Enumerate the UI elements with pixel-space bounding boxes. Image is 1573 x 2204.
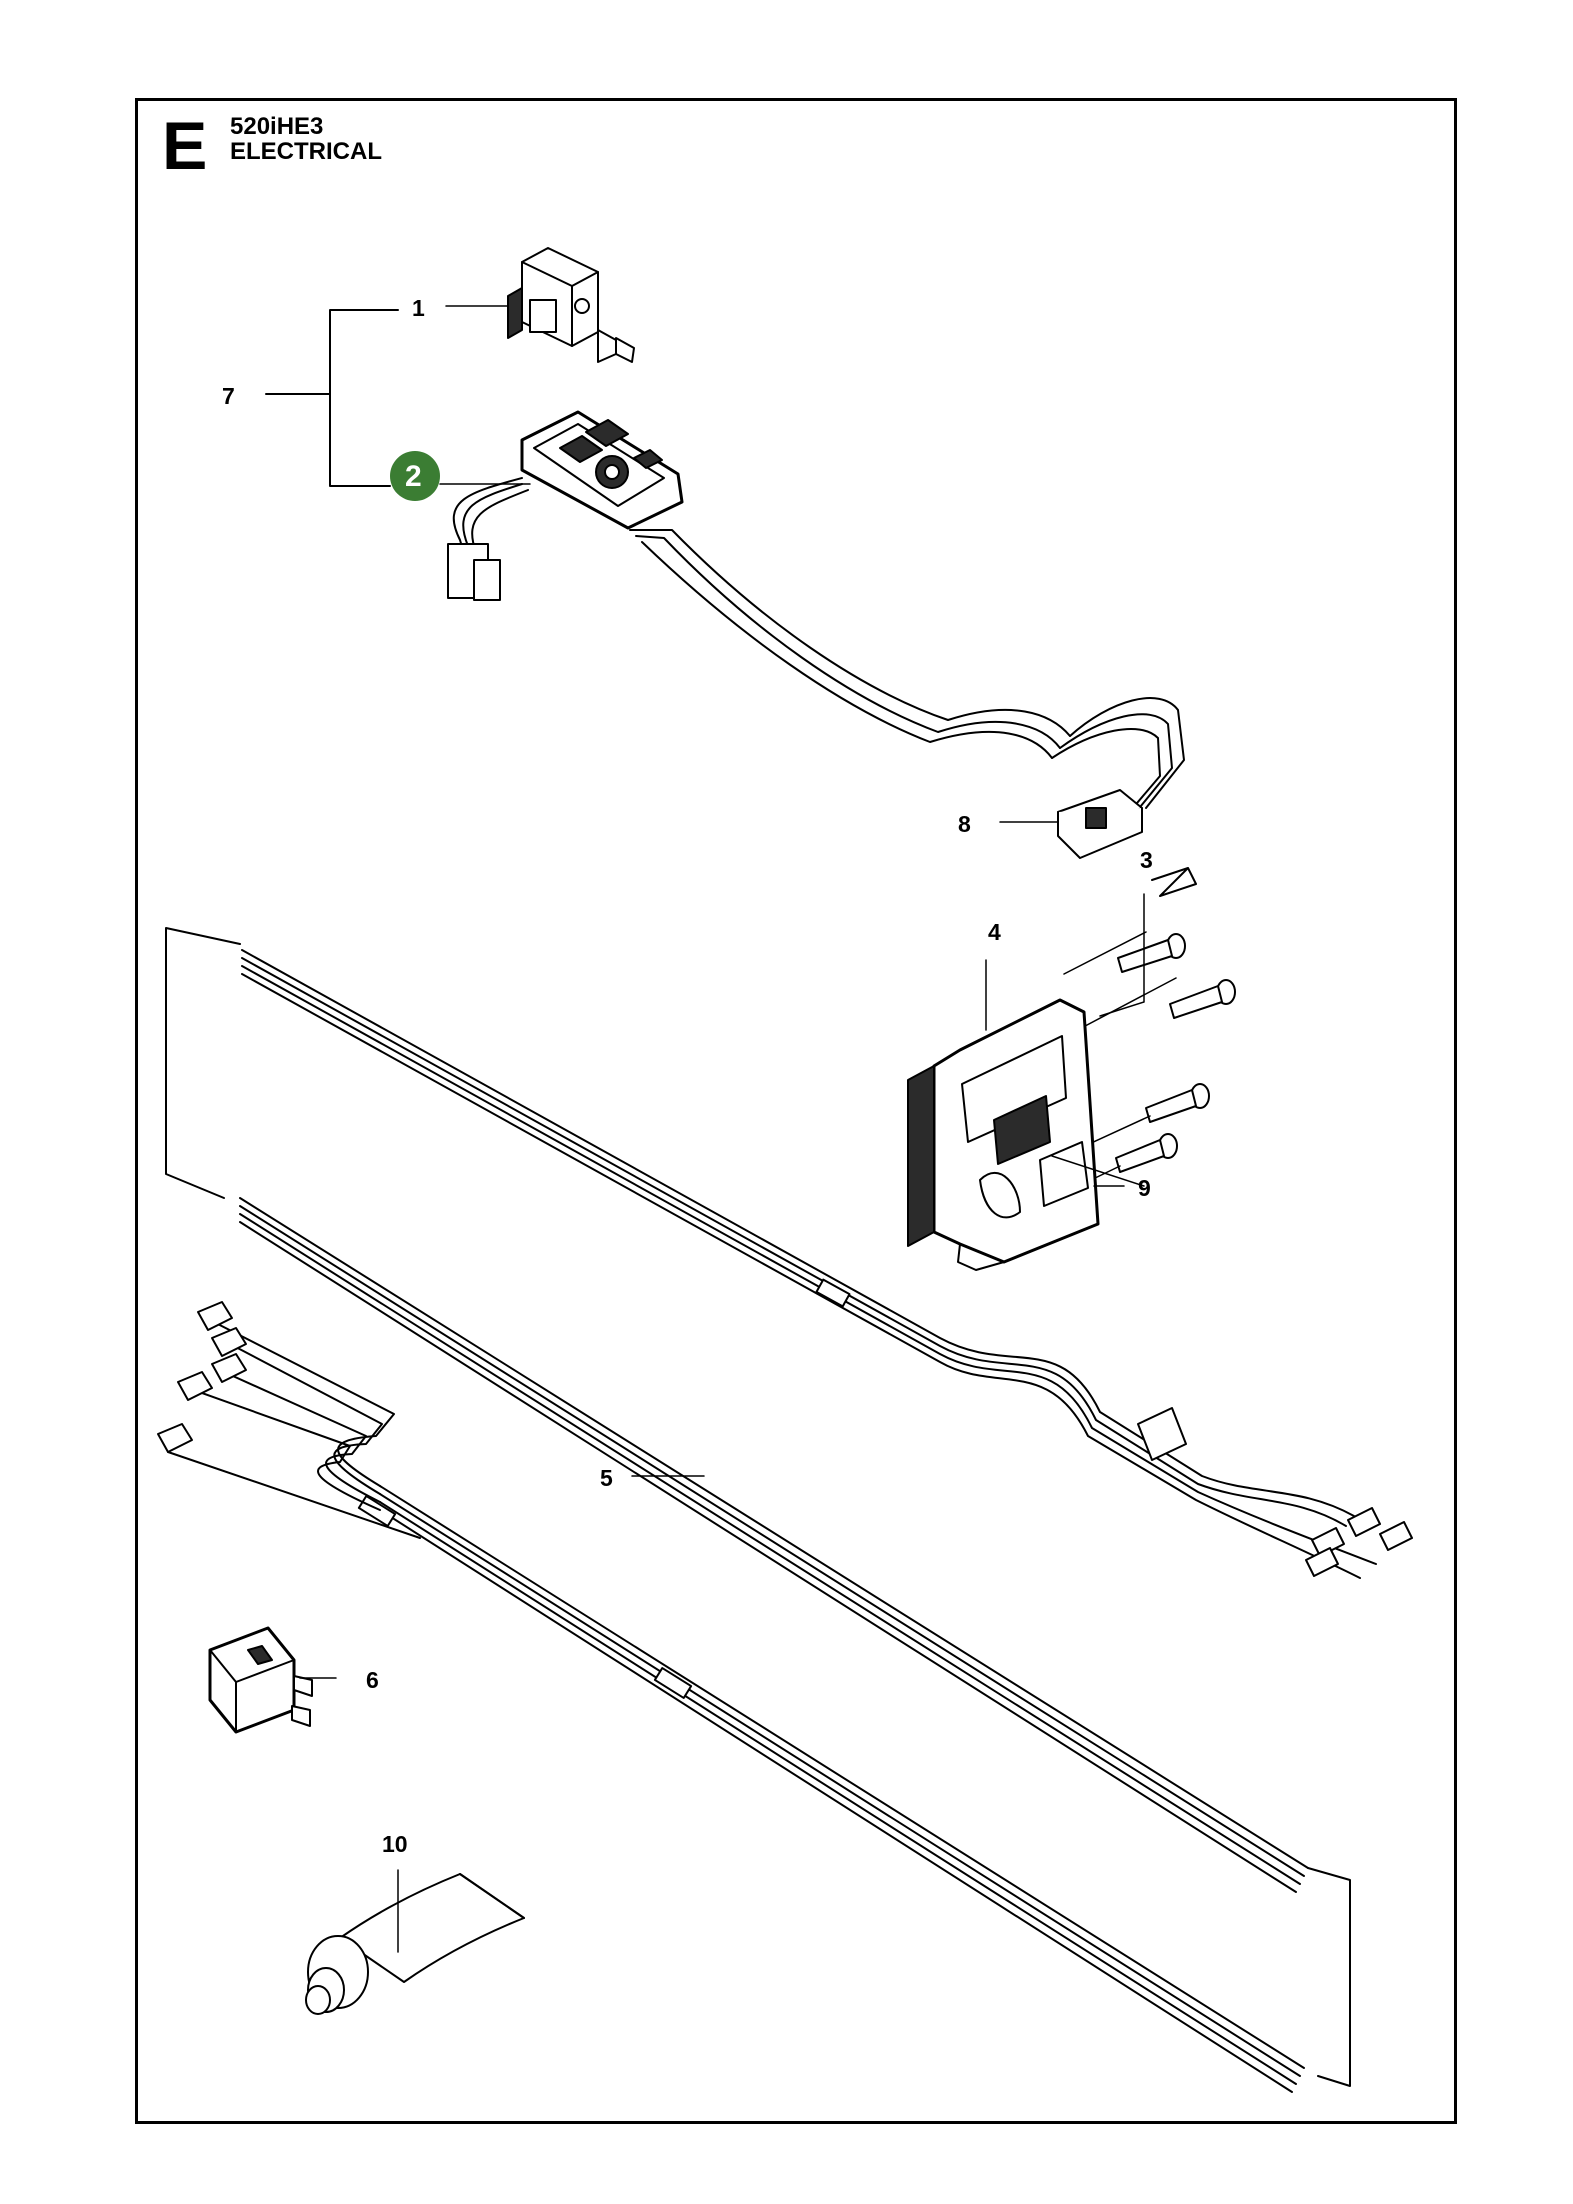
callout-3: 3	[1140, 847, 1153, 873]
part-4-control-module	[907, 998, 1100, 1271]
model-name: 520iHE3	[230, 113, 324, 140]
part-3-screws	[1061, 867, 1236, 1195]
part-10-grease-tube	[305, 1873, 525, 2015]
diagram-frame	[135, 98, 1457, 2124]
leader-lines	[299, 305, 1145, 1953]
diagram-title: 520iHE3 ELECTRICAL	[230, 113, 382, 166]
part-6-micro-switch	[208, 1626, 313, 1734]
callout-10: 10	[382, 1831, 408, 1857]
section-letter: E	[162, 108, 208, 184]
part-2-control-panel	[447, 410, 1185, 817]
part-8-connector	[1057, 789, 1143, 859]
callout-1: 1	[412, 295, 425, 321]
callout-6: 6	[366, 1667, 379, 1693]
group-name: ELECTRICAL	[230, 138, 382, 166]
callout-9: 9	[1138, 1175, 1151, 1201]
callout-7: 7	[222, 383, 235, 409]
callout-4: 4	[988, 919, 1001, 945]
group-7-bracket	[265, 309, 399, 487]
callout-8: 8	[958, 811, 971, 837]
callout-2: 2	[405, 460, 422, 493]
callout-2-badge	[390, 451, 440, 501]
part-5-wire-harness	[157, 927, 1413, 2093]
callout-5: 5	[600, 1465, 613, 1491]
part-1-switch	[507, 247, 635, 363]
